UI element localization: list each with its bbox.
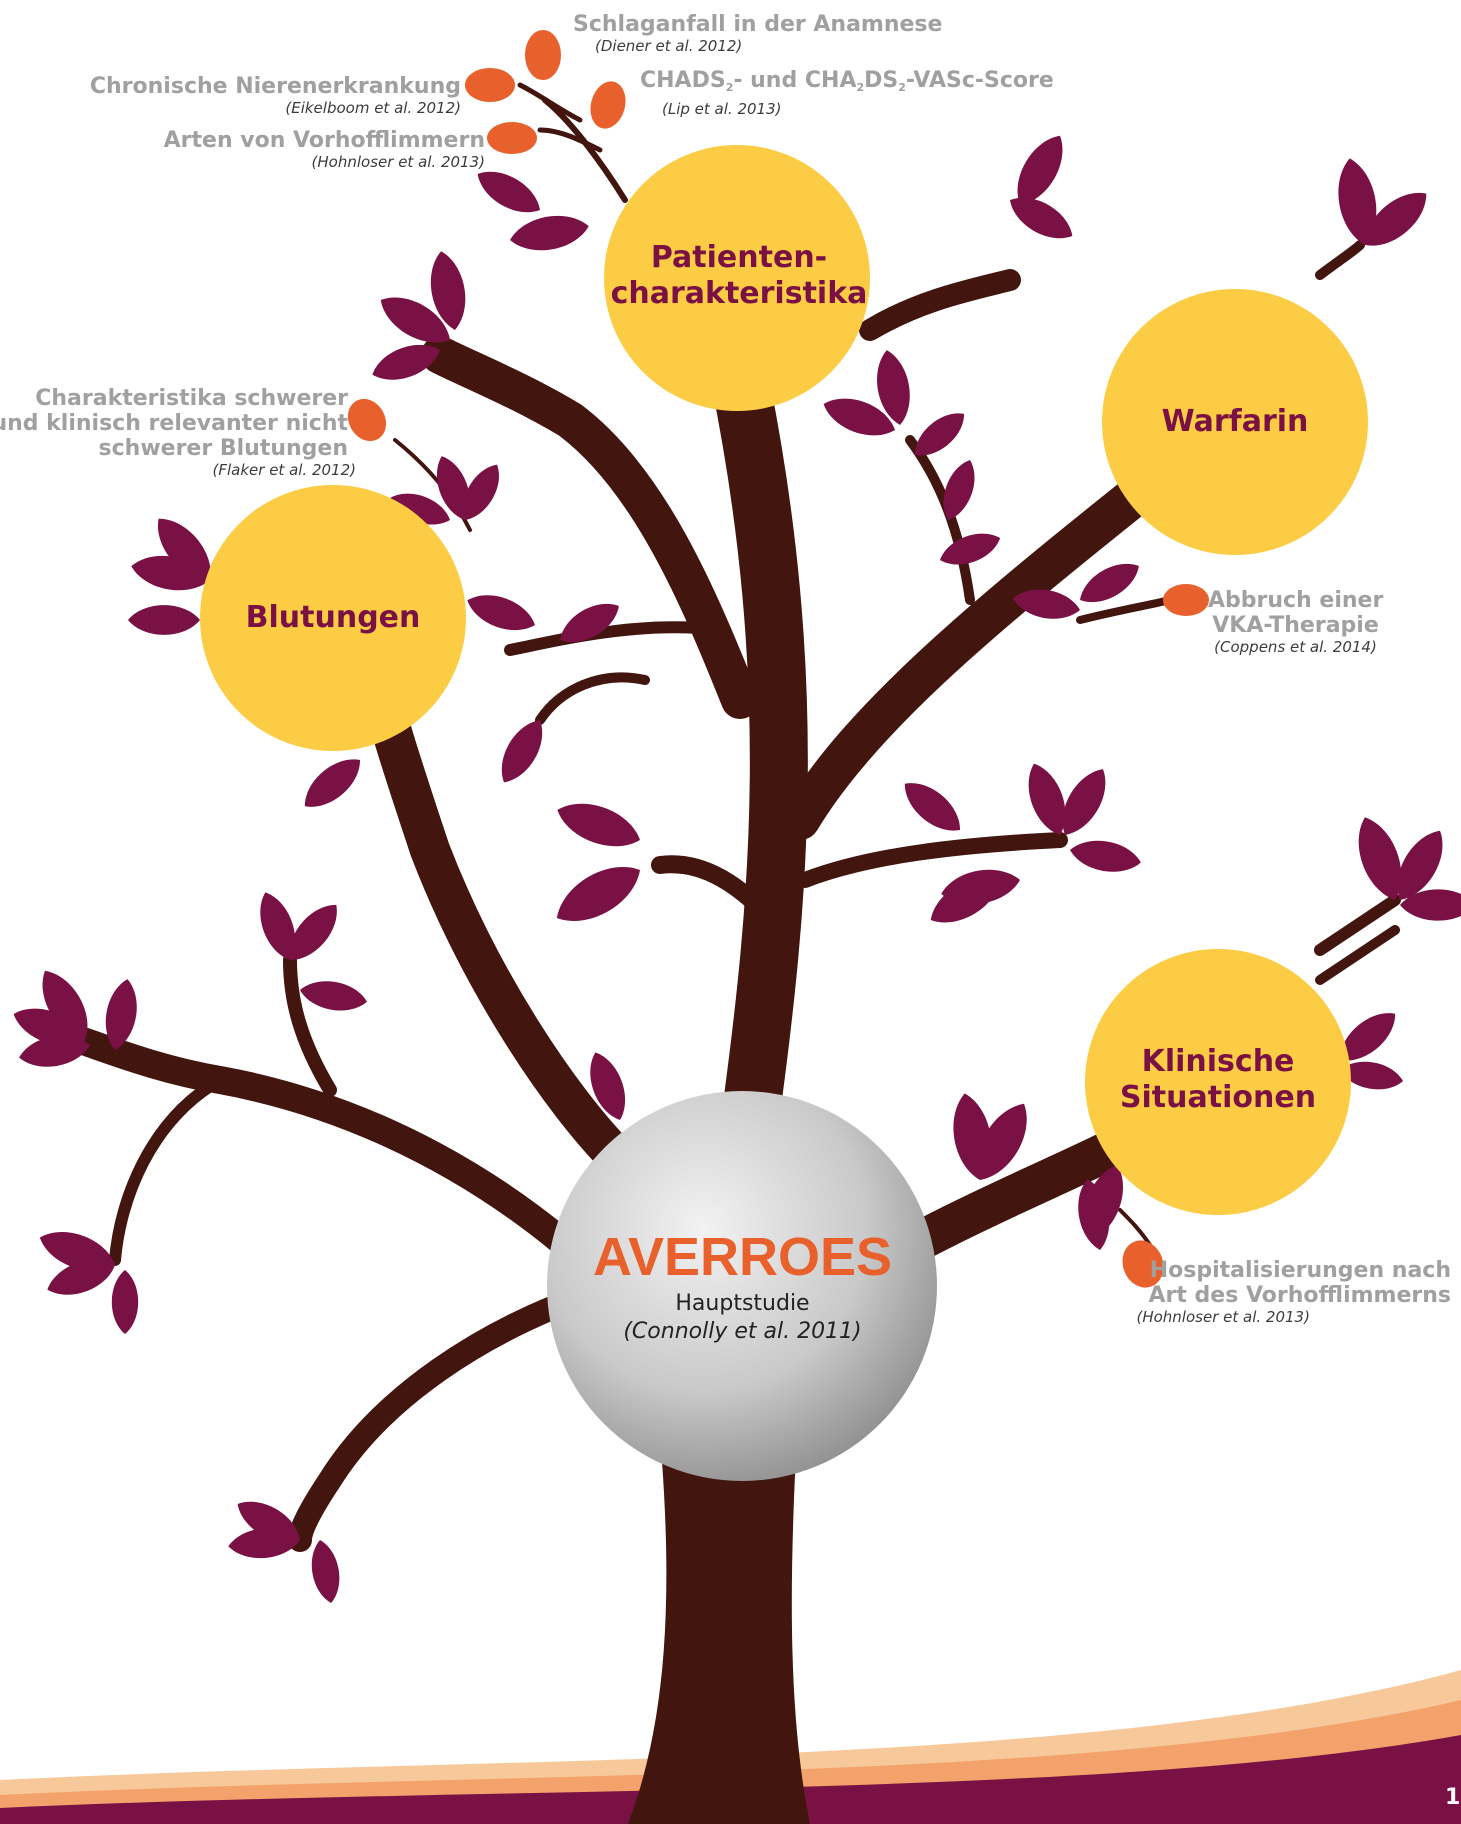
root-title: AVERROES — [592, 1227, 893, 1287]
category-circles — [200, 145, 1368, 1481]
fruit-label-vhf-arten: Arten von Vorhofflimmern (Hohnloser et a… — [164, 128, 485, 172]
fruit-label-niere: Chronische Nierenerkrankung (Eikelboom e… — [90, 74, 461, 118]
chads-part3: DS — [864, 68, 899, 93]
fruit-label-hospital: Hospitalisierungen nach Art des Vorhoffl… — [1136, 1258, 1451, 1327]
patient-label-line2: charakteristika — [610, 276, 868, 311]
fruit-label-chads: CHADS2- und CHA2DS2-VASc-Score (Lip et a… — [640, 68, 1054, 119]
vka-line2: VKA-Therapie — [1212, 613, 1379, 638]
blutungen-char-line1: Charakteristika schwerer — [35, 386, 348, 411]
schlaganfall-text: Schlaganfall in der Anamnese — [573, 12, 943, 37]
blutungen-circle-label: Blutungen — [245, 600, 421, 635]
chads-sub2: 2 — [856, 81, 865, 94]
bottom-wave-band — [0, 1670, 1461, 1824]
vka-line1: Abbruch einer — [1208, 588, 1384, 613]
schlaganfall-citation: (Diener et al. 2012) — [595, 37, 743, 55]
root-citation: (Connolly et al. 2011) — [623, 1319, 862, 1344]
fruit-label-vka: Abbruch einer VKA-Therapie (Coppens et a… — [1208, 588, 1383, 657]
chads-part2: - und CHA — [733, 68, 857, 93]
patient-label-line1: Patienten- — [650, 240, 828, 275]
hospital-line2: Art des Vorhofflimmerns — [1148, 1283, 1451, 1308]
niere-text: Chronische Nierenerkrankung — [89, 74, 461, 99]
fruits — [347, 30, 1209, 1288]
chads-part4: -VASc-Score — [905, 68, 1054, 93]
root-subtitle: Hauptstudie (Connolly et al. 2011) — [560, 1290, 925, 1346]
fruit-label-blutungen-char: Charakteristika schwerer und klinisch re… — [0, 386, 356, 480]
blutungen-char-line3: schwerer Blutungen — [98, 436, 348, 461]
fruit-label-schlaganfall: Schlaganfall in der Anamnese (Diener et … — [573, 12, 942, 56]
chads-sub1: 2 — [725, 81, 734, 94]
chads-part1: CHADS — [640, 68, 726, 93]
hospital-line1: Hospitalisierungen nach — [1149, 1258, 1451, 1283]
blutungen-char-line2: und klinisch relevanter nicht — [0, 411, 348, 436]
vhf-arten-text: Arten von Vorhofflimmern — [163, 128, 485, 153]
root-subtitle-text: Hauptstudie — [675, 1291, 810, 1316]
niere-citation: (Eikelboom et al. 2012) — [285, 99, 461, 117]
warfarin-circle-label: Warfarin — [1161, 404, 1309, 439]
chads-text: CHADS2- und CHA2DS2-VASc-Score — [640, 68, 1054, 94]
hospital-citation: (Hohnloser et al. 2013) — [1136, 1308, 1310, 1326]
page-number: 1 — [1445, 1785, 1461, 1810]
klinische-circle-label: Klinische Situationen — [1088, 1044, 1348, 1116]
chads-sub3: 2 — [898, 81, 906, 94]
chads-citation: (Lip et al. 2013) — [662, 100, 782, 118]
vka-citation: (Coppens et al. 2014) — [1214, 638, 1377, 656]
vhf-arten-citation: (Hohnloser et al. 2013) — [311, 153, 485, 171]
patient-circle-label: Patienten- charakteristika — [604, 240, 874, 312]
blutungen-char-citation: (Flaker et al. 2012) — [212, 461, 357, 479]
klinische-label-line2: Situationen — [1119, 1080, 1317, 1115]
klinische-label-line1: Klinische — [1141, 1044, 1295, 1079]
